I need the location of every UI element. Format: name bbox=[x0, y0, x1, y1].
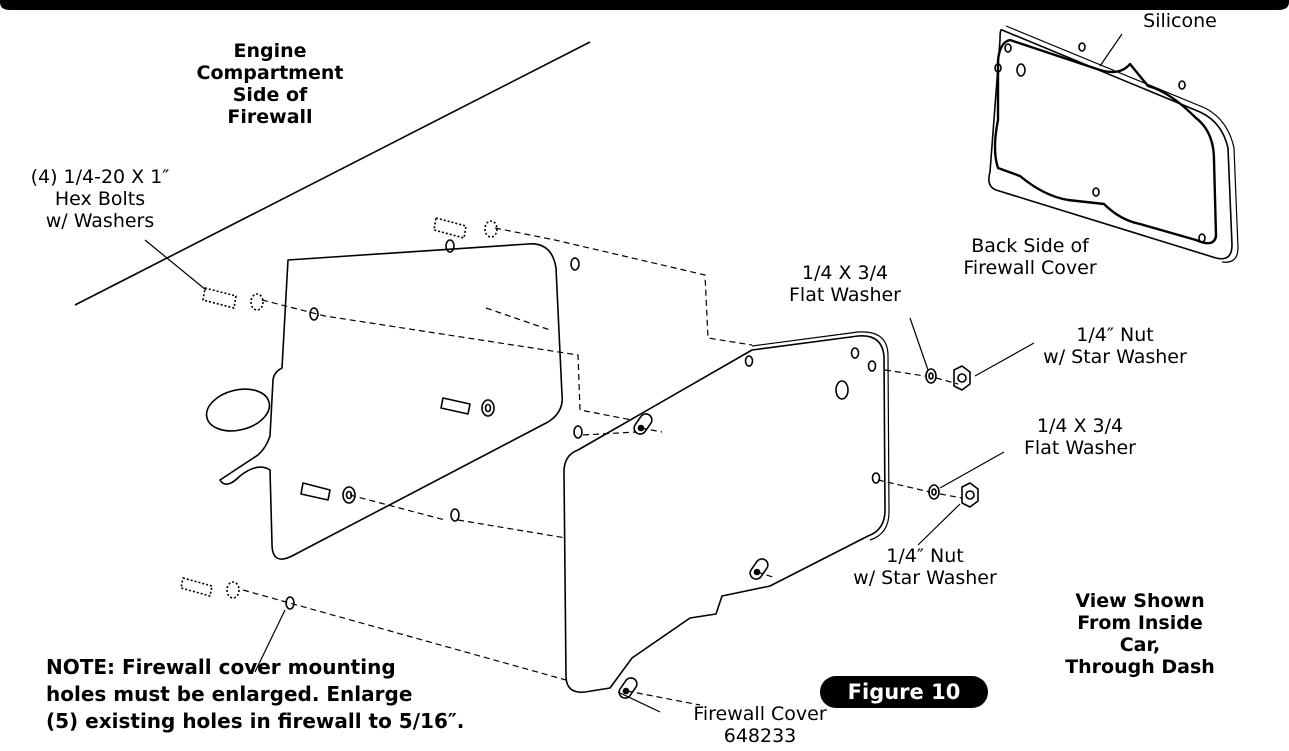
back-side-label: Back Side of Firewall Cover bbox=[963, 235, 1097, 279]
nut-label-2: 1/4″ Nut w/ Star Washer bbox=[853, 545, 997, 589]
flat-washer bbox=[925, 368, 937, 384]
nut-label-1: 1/4″ Nut w/ Star Washer bbox=[1043, 324, 1187, 368]
hex-bolts-label: (4) 1/4-20 X 1″ Hex Bolts w/ Washers bbox=[30, 166, 170, 232]
firewall-hole bbox=[309, 307, 319, 321]
firewall-hole bbox=[445, 239, 455, 253]
engine-side-label: Engine Compartment Side of Firewall bbox=[196, 40, 344, 128]
firewall-cover-label: Firewall Cover 648233 bbox=[693, 703, 827, 747]
cover-back-panel bbox=[988, 28, 1233, 260]
firewall-hole bbox=[570, 257, 580, 271]
firewall-hole bbox=[573, 425, 583, 439]
figure-badge: Figure 10 bbox=[820, 676, 988, 708]
header-bar bbox=[0, 0, 1289, 10]
silicone-bead bbox=[993, 38, 1218, 245]
flat-washer-label-2: 1/4 X 3/4 Flat Washer bbox=[1024, 415, 1136, 459]
note-text: NOTE: Firewall cover mounting holes must… bbox=[46, 655, 465, 733]
firewall-panel bbox=[219, 243, 564, 560]
firewall-hole bbox=[285, 596, 295, 610]
view-shown-label: View Shown From Inside Car, Through Dash bbox=[1065, 590, 1215, 678]
firewall-cover-panel bbox=[563, 335, 886, 693]
firewall-oval-opening bbox=[205, 388, 271, 432]
firewall-hole bbox=[450, 508, 460, 522]
firewall-edge-line bbox=[74, 41, 591, 306]
flat-washer-label-1: 1/4 X 3/4 Flat Washer bbox=[789, 262, 901, 306]
silicone-label: Silicone bbox=[1143, 10, 1217, 32]
star-nut bbox=[953, 365, 971, 391]
